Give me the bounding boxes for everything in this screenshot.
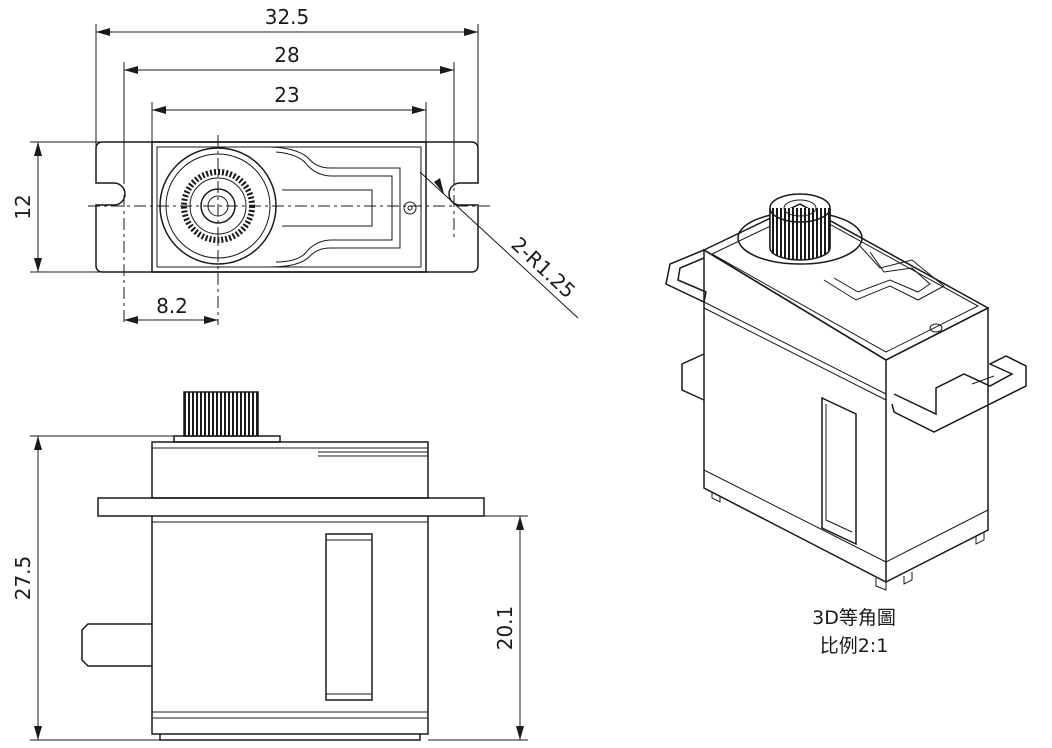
iso-screw-icon <box>929 323 943 333</box>
front-main-body <box>151 516 429 735</box>
iso-body-right <box>885 306 989 583</box>
dim-body-width: 23 <box>274 83 299 107</box>
top-body-inner <box>156 146 422 268</box>
dim-height-top: 12 <box>11 194 35 219</box>
dim-hole-radius: 2-R1.25 <box>507 232 581 303</box>
front-spline <box>183 391 259 437</box>
top-flange-outline <box>95 141 479 273</box>
iso-right-flange <box>891 355 1027 433</box>
caption-line-1: 3D等角圖 <box>812 607 896 629</box>
dim-hole-spacing: 28 <box>274 43 299 67</box>
top-body-outline <box>151 141 427 273</box>
front-view: 27.5 20.1 <box>11 391 528 741</box>
isometric-view <box>665 193 1027 591</box>
screw-icon <box>403 201 417 215</box>
iso-window <box>821 396 857 546</box>
dim-total-height: 27.5 <box>11 556 35 601</box>
caption-line-2: 比例2:1 <box>820 635 889 657</box>
top-view: 32.5 28 23 12 8.2 2-R1.25 <box>11 5 580 325</box>
dim-shaft-offset: 8.2 <box>156 294 188 318</box>
front-right-flange <box>428 497 485 517</box>
front-top-cap <box>151 441 429 499</box>
front-window <box>325 533 373 701</box>
iso-body-top <box>702 203 990 361</box>
dim-overall-width: 32.5 <box>265 5 310 29</box>
front-left-flange <box>97 497 152 517</box>
iso-left-flange <box>665 249 707 304</box>
front-cable-exit <box>81 623 152 667</box>
iso-spline <box>769 208 831 261</box>
top-hump <box>269 146 401 268</box>
dim-flange-to-bottom: 20.1 <box>493 606 517 651</box>
iso-body-front <box>703 248 887 584</box>
